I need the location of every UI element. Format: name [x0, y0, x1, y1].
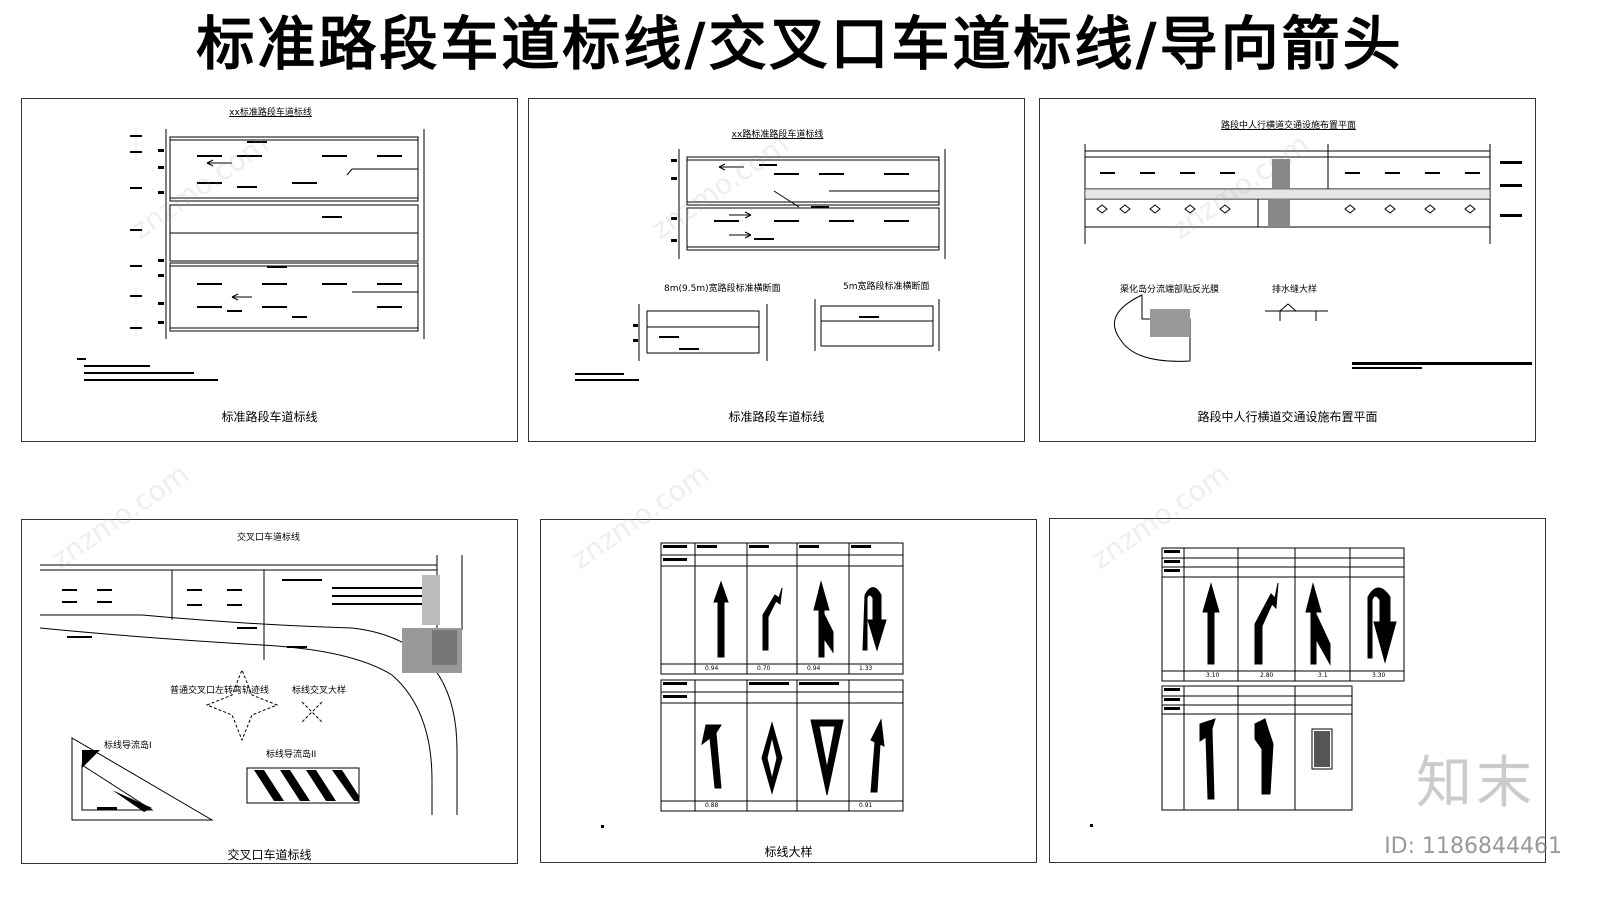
intersection-drawing	[39, 555, 463, 821]
lane-marking-drawing	[77, 129, 425, 381]
sheet-header: xx标准路段车道标线	[229, 108, 312, 118]
watermark-id: ID: 1186844461	[1384, 834, 1562, 859]
row1-area-3: 3.1	[1318, 672, 1328, 679]
row1-area-1: 0.94	[705, 665, 719, 672]
row1-area-2: 2.80	[1260, 672, 1274, 679]
crosswalk-drawing	[1084, 144, 1532, 369]
row1-area-4: 1.33	[859, 665, 873, 672]
sheet-caption: 标准路段车道标线	[728, 410, 825, 424]
sheet-header: 路段中人行横道交通设施布置平面	[1220, 121, 1356, 131]
sheet-caption: 交叉口车道标线	[227, 848, 312, 862]
drawing-sheet-intersection[interactable]: 交叉口车道标线 普通交叉口左转弯轨迹线 标线交叉大样 标线导流岛I 标线导流岛I…	[21, 519, 518, 864]
row2-area-4: 0.91	[859, 802, 873, 809]
sub-title-island-reflective: 渠化岛分流端部贴反光膜	[1120, 285, 1220, 295]
drawing-sheet-standard-section[interactable]: xx标准路段车道标线 标准路段车道标线	[21, 98, 518, 442]
sheet-caption: 标准路段车道标线	[221, 410, 318, 424]
sub-title-island-2: 标线导流岛II	[266, 750, 317, 760]
drawing-sheet-arrow-details-2[interactable]: 3.10 2.80 3.1 3.30	[1049, 518, 1546, 863]
lane-marking-drawing	[575, 149, 946, 381]
sub-title-left-turn-track: 普通交叉口左转弯轨迹线	[170, 686, 270, 696]
sheet-header: xx路标准路段车道标线	[731, 130, 824, 140]
row1-area-1: 3.10	[1206, 672, 1220, 679]
sheet-header: 交叉口车道标线	[237, 533, 301, 543]
drawing-sheet-arrow-details[interactable]: 0.94 0.70 0.94 1.33 0.88 0.91 标线大样	[540, 519, 1037, 863]
row1-area-2: 0.70	[757, 665, 771, 672]
sheet-caption: 标线大样	[764, 845, 813, 859]
drawing-sheet-crosswalk[interactable]: 路段中人行横道交通设施布置平面 渠化岛分流端部贴反光膜 排水缝大样 路段中人行横…	[1039, 98, 1536, 442]
page-title: 标准路段车道标线/交叉口车道标线/导向箭头	[196, 10, 1404, 78]
sub-title-island-1: 标线导流岛I	[104, 741, 152, 751]
row1-area-3: 0.94	[807, 665, 821, 672]
arrow-detail-table	[1090, 547, 1405, 827]
drawing-sheet-road-section[interactable]: xx路标准路段车道标线 8m(9.5m)宽路段标准横断面 5m宽路段标准横断面 …	[528, 98, 1025, 442]
row1-area-4: 3.30	[1372, 672, 1386, 679]
arrow-detail-table	[601, 542, 904, 828]
sub-title-5m-section: 5m宽路段标准横断面	[843, 282, 930, 292]
row2-area-1: 0.88	[705, 802, 719, 809]
sub-title-marking-cross: 标线交叉大样	[292, 686, 347, 696]
sub-title-drain-joint: 排水缝大样	[1272, 285, 1318, 295]
sheet-caption: 路段中人行横道交通设施布置平面	[1197, 410, 1378, 424]
sub-title-8m-section: 8m(9.5m)宽路段标准横断面	[664, 284, 781, 294]
watermark-logo: 知末	[1416, 751, 1536, 816]
